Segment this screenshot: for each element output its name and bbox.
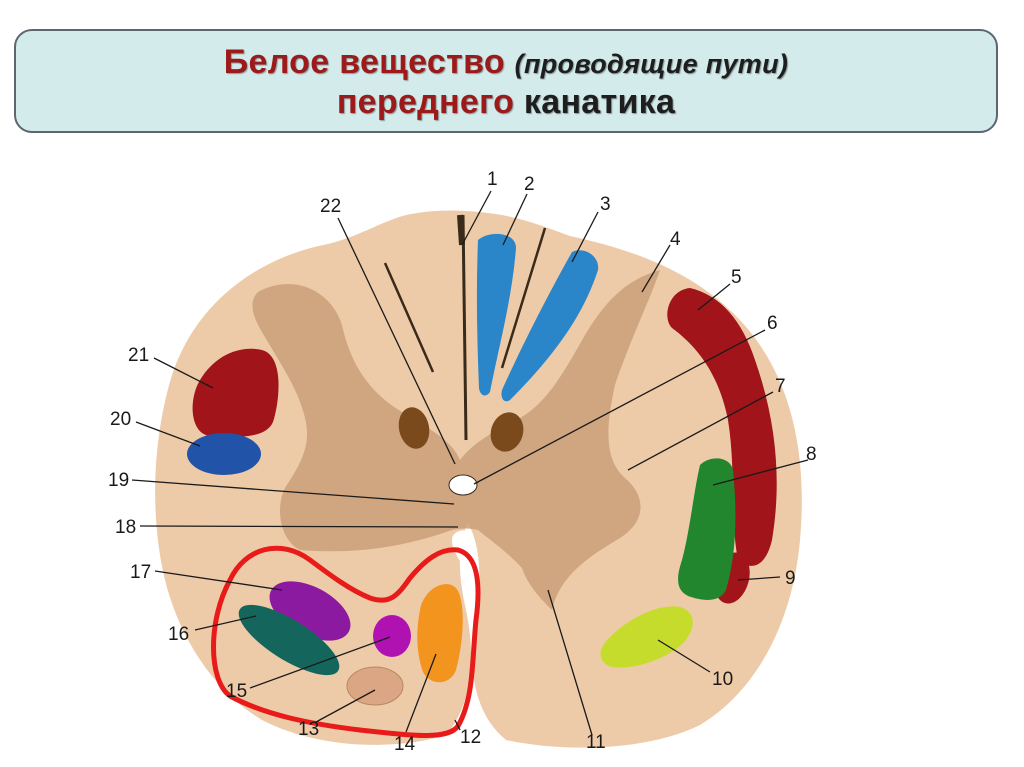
gray-matter — [252, 270, 660, 610]
title-line-2: переднего канатика — [16, 83, 996, 122]
label-3: 3 — [600, 194, 611, 215]
title-conduction-paths: (проводящие пути) — [514, 49, 789, 79]
label-20: 20 — [110, 409, 131, 430]
label-18: 18 — [115, 517, 136, 538]
label-1: 1 — [487, 169, 498, 190]
central-canal — [448, 474, 478, 496]
tract-15 — [373, 615, 411, 657]
nucleus-left — [398, 407, 430, 449]
label-5: 5 — [731, 267, 742, 288]
tract-5 — [667, 288, 777, 566]
tract-21 — [192, 348, 279, 437]
label-2: 2 — [524, 174, 535, 195]
tract-20 — [187, 433, 261, 475]
label-19: 19 — [108, 470, 129, 491]
title-white-matter: Белое вещество — [223, 43, 505, 81]
tract-3 — [501, 250, 599, 402]
tract-16 — [238, 604, 340, 676]
tract-10 — [600, 606, 693, 668]
label-10: 10 — [712, 669, 733, 690]
title-line-1: Белое вещество (проводящие пути) — [16, 43, 996, 82]
leader-lines — [131, 190, 809, 736]
tract-14 — [417, 584, 463, 683]
label-9: 9 — [785, 568, 796, 589]
label-7: 7 — [775, 376, 786, 397]
label-17: 17 — [130, 562, 151, 583]
label-13: 13 — [298, 719, 319, 740]
label-22: 22 — [320, 196, 341, 217]
tract-13 — [346, 666, 404, 706]
label-14: 14 — [394, 734, 416, 755]
title-banner: Белое вещество (проводящие пути) передне… — [14, 29, 998, 133]
label-4: 4 — [670, 229, 681, 250]
label-15: 15 — [226, 681, 247, 702]
highlight-outline — [211, 545, 481, 738]
title-anterior: переднего — [336, 83, 515, 121]
label-6: 6 — [767, 313, 778, 334]
title-funiculus: канатика — [523, 83, 676, 121]
label-8: 8 — [806, 444, 817, 465]
label-16: 16 — [168, 624, 189, 645]
nucleus-right — [490, 412, 524, 452]
tract-2 — [476, 233, 516, 396]
tract-8 — [678, 458, 736, 600]
label-21: 21 — [128, 345, 149, 366]
anterior-median-fissure — [461, 214, 468, 441]
label-11: 11 — [586, 732, 606, 753]
label-12: 12 — [460, 727, 481, 748]
